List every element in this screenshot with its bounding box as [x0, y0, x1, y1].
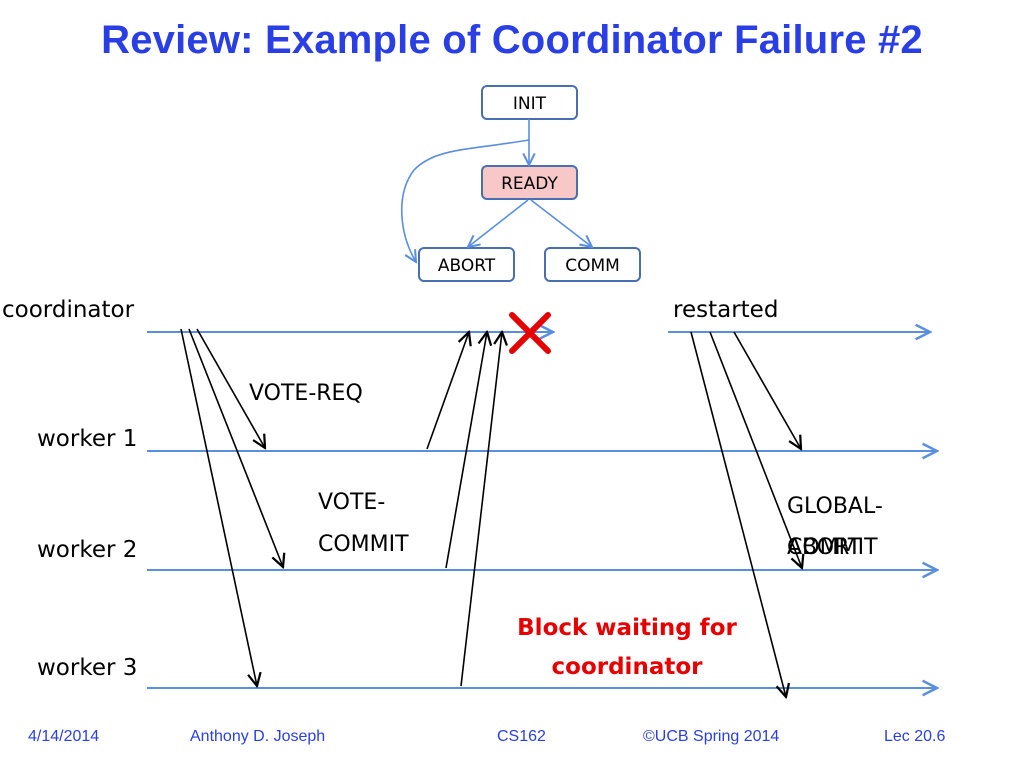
worker3-label: worker 3	[37, 655, 137, 681]
ready-to-abort-edge	[468, 199, 529, 247]
footer-copyright: ©UCB Spring 2014	[643, 728, 780, 745]
footer-author: Anthony D. Joseph	[190, 728, 326, 745]
global-to-worker2	[709, 331, 802, 568]
global-decision-messages	[690, 331, 802, 697]
footer-course: CS162	[497, 728, 546, 745]
vote-commit-label-line1: VOTE-	[318, 490, 385, 515]
vote-commit-from-worker1	[426, 332, 469, 450]
init-state-label: INIT	[513, 94, 547, 114]
ready-to-commit-edge	[530, 199, 592, 247]
global-to-worker3	[690, 331, 786, 697]
worker2-label: worker 2	[37, 537, 137, 563]
footer-date: 4/14/2014	[28, 728, 100, 745]
restarted-label: restarted	[673, 297, 778, 323]
timelines	[147, 332, 937, 688]
vote-commit-from-worker3	[460, 332, 502, 687]
global-label-line1: GLOBAL-	[787, 494, 883, 519]
init-to-abort-edge	[400, 139, 530, 262]
state-machine: INIT READY ABORT COMM	[400, 85, 641, 282]
footer-lecture: Lec 20.6	[884, 728, 946, 745]
vote-commit-from-worker2	[445, 332, 487, 569]
ready-state-label: READY	[501, 174, 558, 194]
vote-commit-label-line2: COMMIT	[318, 532, 409, 557]
abort-state-label: ABORT	[438, 256, 496, 276]
slide-title: Review: Example of Coordinator Failure #…	[101, 18, 923, 62]
worker1-label: worker 1	[37, 426, 137, 452]
block-waiting-line2: coordinator	[552, 654, 704, 680]
vote-req-label: VOTE-REQ	[249, 381, 363, 406]
vote-req-to-worker3	[180, 328, 257, 686]
red-x-icon	[509, 312, 551, 354]
global-commit-label: COMMIT	[787, 535, 878, 560]
block-waiting-line1: Block waiting for	[517, 615, 737, 641]
vote-req-to-worker1	[196, 328, 265, 448]
global-abort-label: ABORT	[787, 535, 862, 560]
commit-state-label: COMM	[565, 256, 620, 276]
vote-req-messages	[180, 328, 283, 686]
vote-req-to-worker2	[188, 328, 283, 567]
coordinator-label: coordinator	[2, 297, 135, 323]
global-to-worker1	[733, 331, 801, 449]
vote-commit-messages	[426, 332, 502, 687]
